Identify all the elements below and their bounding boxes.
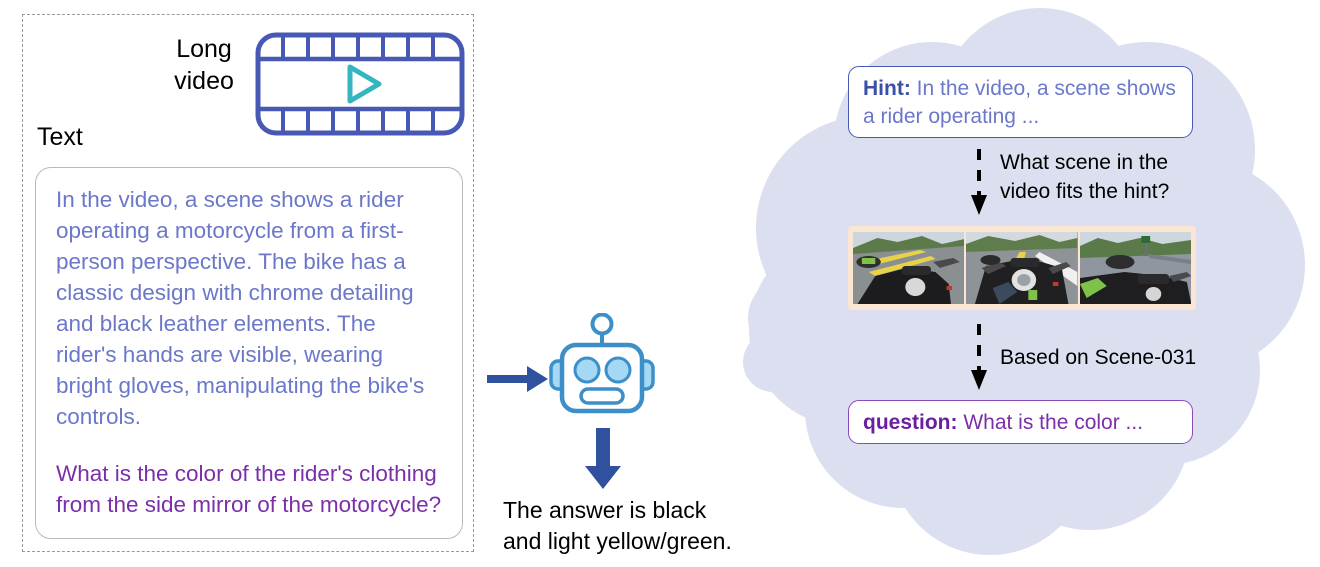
user-question-text: What is the color of the rider's clothin… [56, 461, 442, 517]
text-content-card: In the video, a scene shows a rider oper… [35, 167, 463, 539]
step-2-label: Based on Scene-031 [1000, 346, 1197, 369]
step-1-label: What scene in the video fits the hint? [1000, 151, 1170, 203]
question-body-text: What is the color ... [957, 411, 1144, 434]
thought-cloud-content: Hint: In the video, a scene shows a ride… [660, 0, 1320, 567]
thumbnail-3-image [1079, 232, 1191, 304]
hint-body-text: In the video, a scene shows a rider oper… [863, 77, 1176, 128]
hint-prefix-label: Hint: [863, 77, 911, 100]
question-line: question: What is the color ... [863, 408, 1178, 438]
scene-thumbnail-3[interactable] [1079, 232, 1191, 304]
video-description-text: In the video, a scene shows a rider oper… [56, 187, 425, 429]
thumbnail-2-image [966, 232, 1078, 304]
hint-line: Hint: In the video, a scene shows a ride… [863, 75, 1178, 131]
generated-question-box: question: What is the color ... [848, 400, 1193, 444]
hint-box: Hint: In the video, a scene shows a ride… [848, 66, 1193, 138]
arrow-right-icon [487, 366, 548, 392]
question-prefix-label: question: [863, 411, 958, 434]
dashed-arrow-down-icon-1 [971, 149, 987, 215]
long-video-label: Long video [174, 35, 234, 95]
scene-thumbnail-2[interactable] [966, 232, 1078, 304]
arrow-down-icon [585, 428, 621, 489]
thumbnail-1-image [853, 232, 965, 304]
text-label: Text [37, 123, 83, 151]
final-answer-text: The answer is black and light yellow/gre… [503, 497, 732, 554]
input-panel: Long video Text [22, 14, 474, 552]
scene-thumbnail-1[interactable] [853, 232, 965, 304]
robot-icon [549, 313, 655, 414]
dashed-arrow-down-icon-2 [971, 324, 987, 390]
scene-thumbnail-strip[interactable] [848, 226, 1196, 310]
film-strip-play-icon [255, 32, 465, 136]
